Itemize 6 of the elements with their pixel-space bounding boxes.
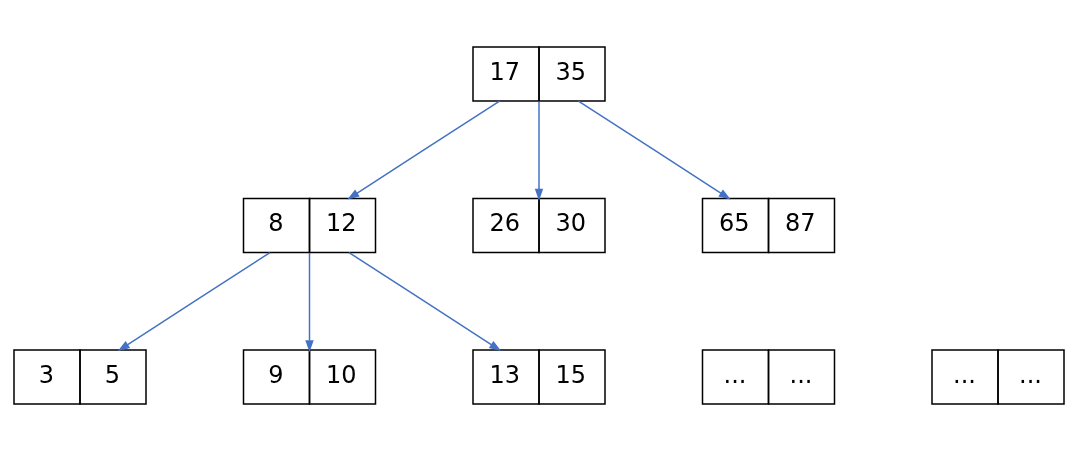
arrow xyxy=(577,99,731,200)
arrow xyxy=(347,99,501,200)
arrow xyxy=(348,251,502,351)
arrow xyxy=(117,251,271,351)
arrow xyxy=(534,100,544,201)
arrow xyxy=(305,251,314,352)
